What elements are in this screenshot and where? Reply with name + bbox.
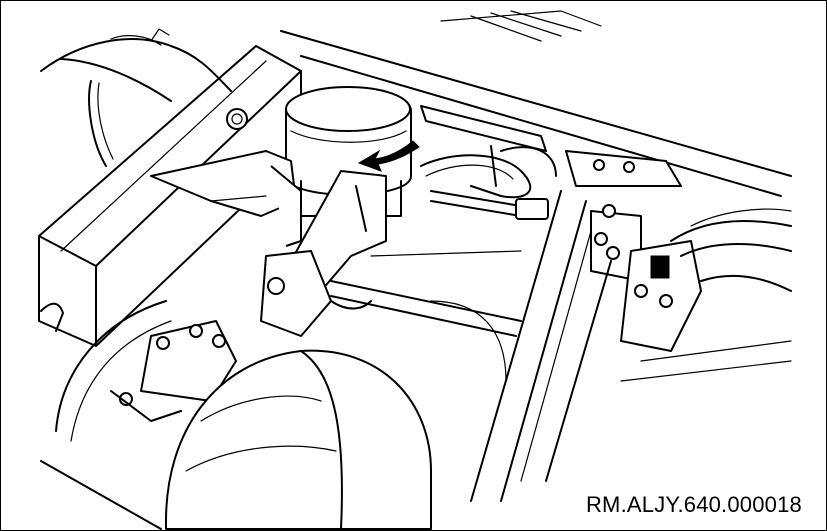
frame-rail-top — [280, 10, 792, 197]
rotation-arrow — [357, 140, 420, 172]
right-side-valve-assembly — [620, 208, 792, 352]
lower-bracket — [110, 320, 237, 422]
background-contours — [430, 300, 792, 382]
figure-reference-code: RM.ALJY.640.000018 — [585, 492, 802, 517]
wiring-harness-top-left — [40, 28, 232, 167]
air-tank — [165, 349, 432, 530]
support-rail-diagonal — [470, 190, 612, 502]
mounting-bracket — [565, 150, 682, 282]
fuel-lines — [420, 145, 557, 220]
filter-wrench-and-hand — [150, 150, 387, 337]
crossmember-middle — [330, 250, 522, 337]
wheel-arch — [40, 300, 172, 530]
